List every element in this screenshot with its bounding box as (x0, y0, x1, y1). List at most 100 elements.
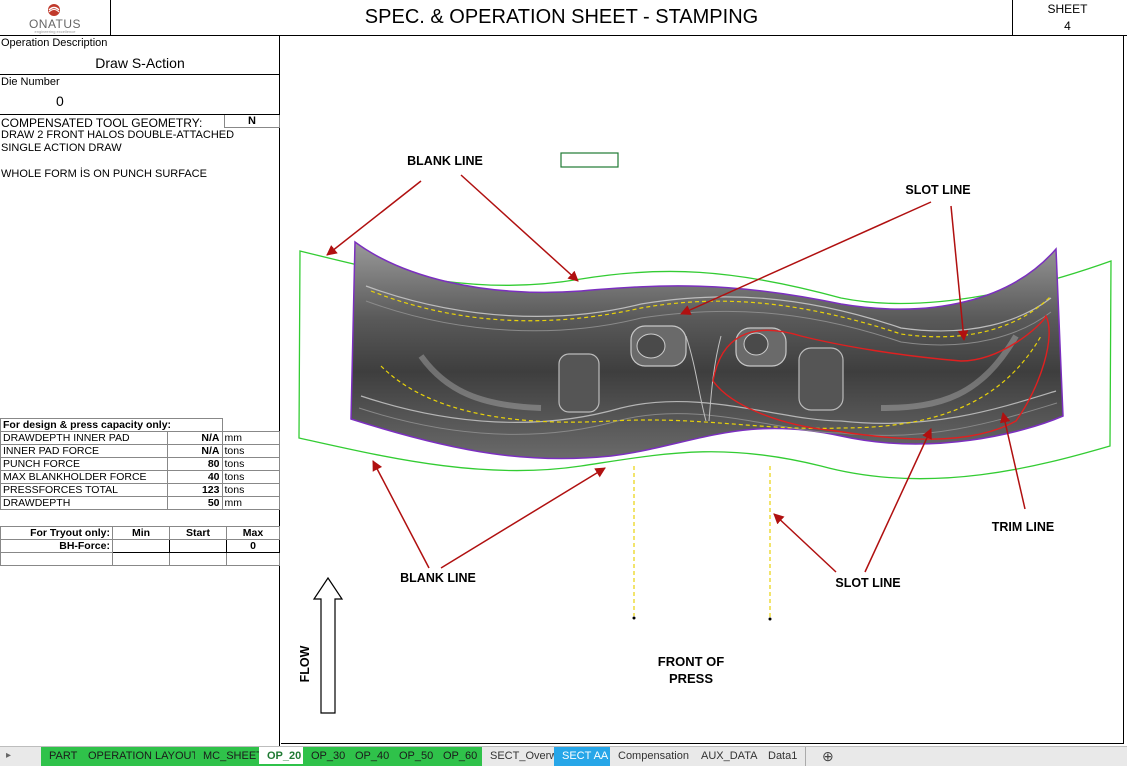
design-row-label: DRAWDEPTH INNER PAD (0, 431, 168, 445)
operation-drawing: BLANK LINE SLOT LINE TRIM LINE BLANK LIN… (281, 36, 1124, 744)
tryout-table: For Tryout only: Min Start Max BH-Force:… (0, 526, 280, 566)
tryout-header: For Tryout only: (0, 526, 113, 540)
design-row-value[interactable]: 123 (166, 483, 223, 497)
tryout-col-start: Start (169, 526, 227, 540)
stamping-part-drawing (298, 152, 1112, 714)
table-row: INNER PAD FORCE N/A tons (0, 444, 280, 458)
tab-compensation[interactable]: Compensation (610, 747, 698, 766)
table-row: DRAWDEPTH INNER PAD N/A mm (0, 431, 280, 445)
sheet-tab-bar: ▸ PART OPERATION LAYOUT MC_SHEET OP_20 O… (0, 746, 1127, 766)
design-row-value[interactable]: 40 (166, 470, 223, 484)
table-row: BH-Force: 0 (0, 539, 280, 553)
design-row-label: PRESSFORCES TOTAL (0, 483, 168, 497)
logo-mark-icon (48, 4, 60, 16)
design-row-label: INNER PAD FORCE (0, 444, 168, 458)
tryout-max-cell[interactable]: 0 (226, 539, 280, 553)
design-row-value[interactable]: 50 (166, 496, 223, 510)
design-row-label: DRAWDEPTH (0, 496, 168, 510)
tab-op-50[interactable]: OP_50 (391, 747, 443, 766)
front-of-press-line1: FRONT OF (657, 654, 725, 669)
table-row: PUNCH FORCE 80 tons (0, 457, 280, 471)
operation-info-panel: Operation Description Draw S-Action Die … (0, 36, 280, 746)
front-of-press-line2: PRESS (668, 671, 714, 686)
design-row-label: PUNCH FORCE (0, 457, 168, 471)
callout-arrow (680, 201, 932, 315)
flow-arrow-icon (312, 576, 344, 714)
tab-aux-data[interactable]: AUX_DATA (693, 747, 767, 766)
sheet-label: SHEET (1047, 2, 1088, 16)
note-line (1, 155, 234, 168)
tryout-row-label: BH-Force: (0, 539, 113, 553)
note-line: DRAW 2 FRONT HALOS DOUBLE-ATTACHED (1, 129, 235, 141)
logo: ONATUS engineering excellence (0, 0, 111, 35)
tab-sect-aa[interactable]: SECT AA (554, 747, 618, 766)
callout-arrow (864, 428, 932, 573)
flow-label: FLOW (298, 645, 312, 683)
op-desc-value[interactable]: Draw S-Action (95, 55, 185, 71)
tab-operation-layout[interactable]: OPERATION LAYOUT (80, 747, 208, 766)
add-sheet-icon[interactable]: ⊕ (822, 748, 834, 764)
logo-text: ONATUS (28, 17, 82, 31)
design-row-unit: mm (221, 496, 280, 510)
tab-op-40[interactable]: OP_40 (347, 747, 399, 766)
design-row-value[interactable]: N/A (166, 444, 223, 458)
design-table-header: For design & press capacity only: (0, 418, 223, 432)
dashed-line-bottom (380, 335, 1042, 429)
table-row: DRAWDEPTH 50 mm (0, 496, 280, 510)
tab-data1[interactable]: Data1 (760, 747, 807, 766)
design-row-label: MAX BLANKHOLDER FORCE (0, 470, 168, 484)
dashed-line-top (370, 290, 1052, 338)
callout-arrow (999, 411, 1026, 510)
front-of-press-label: FRONT OF PRESS (636, 653, 746, 687)
note-line: SINGLE ACTION DRAW (1, 142, 122, 154)
callout-arrow (326, 180, 422, 256)
tryout-col-min: Min (112, 526, 170, 540)
table-row: For Tryout only: Min Start Max (0, 526, 280, 540)
callout-arrow (440, 467, 606, 569)
callout-blank-line-bottom: BLANK LINE (400, 571, 476, 585)
sheet-number-cell: SHEET 4 (1012, 0, 1122, 35)
sheet-header: ONATUS engineering excellence SPEC. & OP… (0, 0, 1127, 36)
callout-arrow (950, 205, 969, 342)
table-row: MAX BLANKHOLDER FORCE 40 tons (0, 470, 280, 484)
note-line: WHOLE FORM İS ON PUNCH SURFACE (1, 168, 207, 180)
logo-tagline: engineering excellence (34, 29, 76, 34)
design-row-value[interactable]: N/A (166, 431, 223, 445)
callout-arrow (773, 513, 837, 573)
compensated-geometry-value[interactable]: N (224, 115, 280, 128)
selection-box (560, 152, 619, 168)
die-number-label: Die Number (1, 76, 60, 88)
operation-notes: DRAW 2 FRONT HALOS DOUBLE-ATTACHED SINGL… (1, 129, 234, 181)
design-row-unit: mm (221, 431, 280, 445)
op-desc-label: Operation Description (1, 37, 108, 49)
table-row: For design & press capacity only: (0, 418, 280, 432)
design-row-unit: tons (221, 470, 280, 484)
tab-op-60[interactable]: OP_60 (435, 747, 487, 766)
sheet-number: 4 (1064, 19, 1071, 33)
design-row-unit: tons (221, 444, 280, 458)
design-capacity-table: For design & press capacity only: DRAWDE… (0, 418, 280, 510)
callout-arrow (460, 174, 579, 282)
die-number-value[interactable]: 0 (56, 93, 64, 109)
callout-slot-line-bottom: SLOT LINE (835, 576, 901, 590)
stamped-part-body (350, 240, 1064, 460)
page-title: SPEC. & OPERATION SHEET - STAMPING (364, 6, 759, 28)
table-row (0, 552, 280, 566)
slot-line (712, 314, 1050, 440)
design-row-unit: tons (221, 483, 280, 497)
callout-trim-line: TRIM LINE (991, 520, 1055, 534)
tryout-col-max: Max (226, 526, 280, 540)
tryout-start-cell[interactable] (169, 539, 227, 553)
compensated-geometry-label: COMPENSATED TOOL GEOMETRY: (1, 116, 203, 130)
callout-blank-line-top: BLANK LINE (407, 154, 483, 168)
design-row-unit: tons (221, 457, 280, 471)
tab-scroll-icon[interactable]: ▸ (6, 750, 12, 761)
table-row: PRESSFORCES TOTAL 123 tons (0, 483, 280, 497)
blank-line-outline (298, 250, 1112, 480)
tryout-min-cell[interactable] (112, 539, 170, 553)
callout-arrow (372, 460, 430, 569)
callout-slot-line-top: SLOT LINE (905, 183, 971, 197)
tab-op-20[interactable]: OP_20 (259, 747, 311, 766)
design-row-value[interactable]: 80 (166, 457, 223, 471)
tab-sect-overw[interactable]: SECT_Overw (482, 747, 567, 766)
